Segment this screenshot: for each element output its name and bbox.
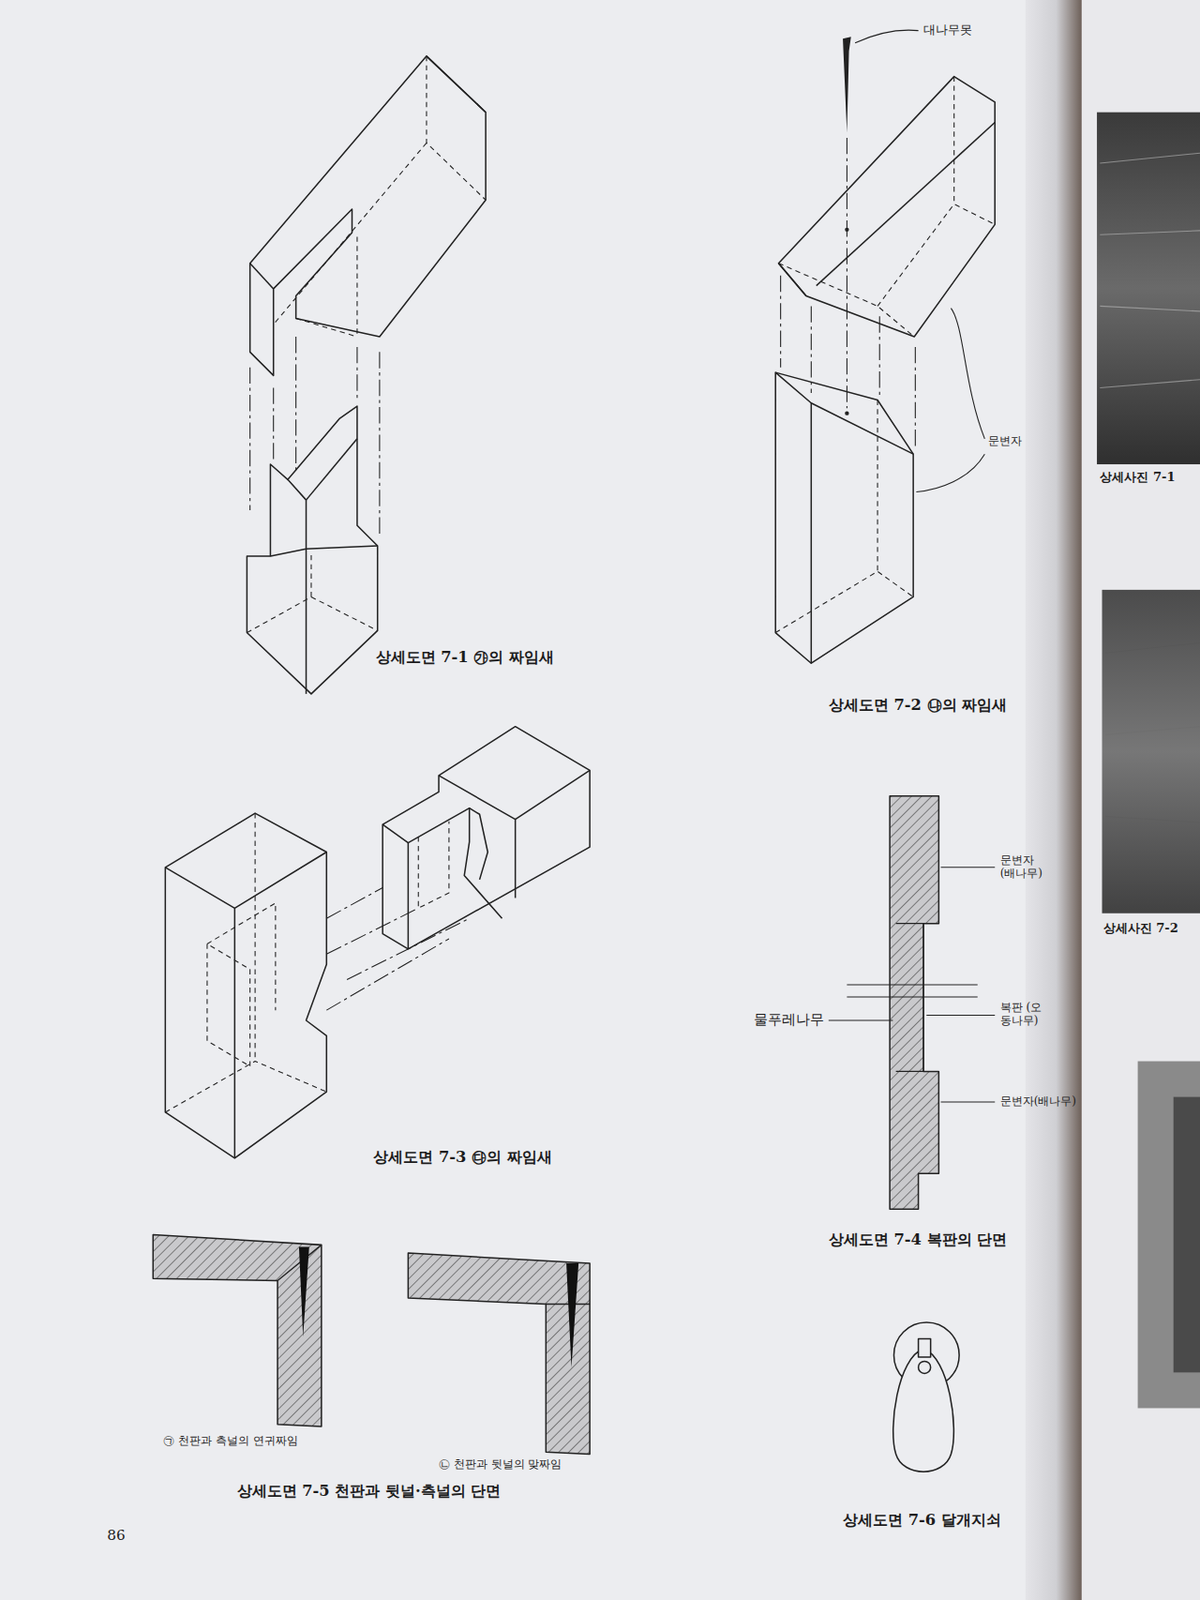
photo <box>1138 1061 1200 1409</box>
photo <box>1102 589 1200 914</box>
label-text: ㉡ 천판과 뒷널의 맞짜임 <box>438 1456 562 1470</box>
label-text: 문변자(배나무) <box>1000 1094 1077 1108</box>
label-text: 상세도면 7-4 복판의 단면 <box>828 1230 1007 1249</box>
label-text: 상세사진 7-2 <box>1103 920 1179 936</box>
label-text: 상세도면 7-5 천판과 뒷널·측널의 단면 <box>237 1481 502 1500</box>
photo <box>1096 112 1200 465</box>
label-text: 상세도면 7-2 ㉯의 짜임새 <box>828 695 1007 715</box>
label-text: 상세도면 7-3 ㉰의 짜임새 <box>373 1147 552 1167</box>
label-text: 문변자 (배나무) <box>1000 853 1050 881</box>
label-text: 복판 (오동나무) <box>1000 1000 1050 1028</box>
label-text: 상세사진 7-1 <box>1099 469 1175 485</box>
label-text: 대나무못 <box>923 22 973 38</box>
label-text: ㉠ 천판과 측널의 연귀짜임 <box>163 1433 298 1447</box>
label-text: 문변자 <box>988 434 1022 448</box>
label-text: 상세도면 7-6 달개지쇠 <box>842 1510 1002 1530</box>
label-text: 상세도면 7-1 ㉮의 짜임새 <box>375 647 555 667</box>
right-page <box>1081 0 1200 1600</box>
label-text: 86 <box>106 1526 125 1544</box>
page-gutter <box>1025 0 1087 1600</box>
label-text: 물푸레나무 <box>753 1010 825 1028</box>
